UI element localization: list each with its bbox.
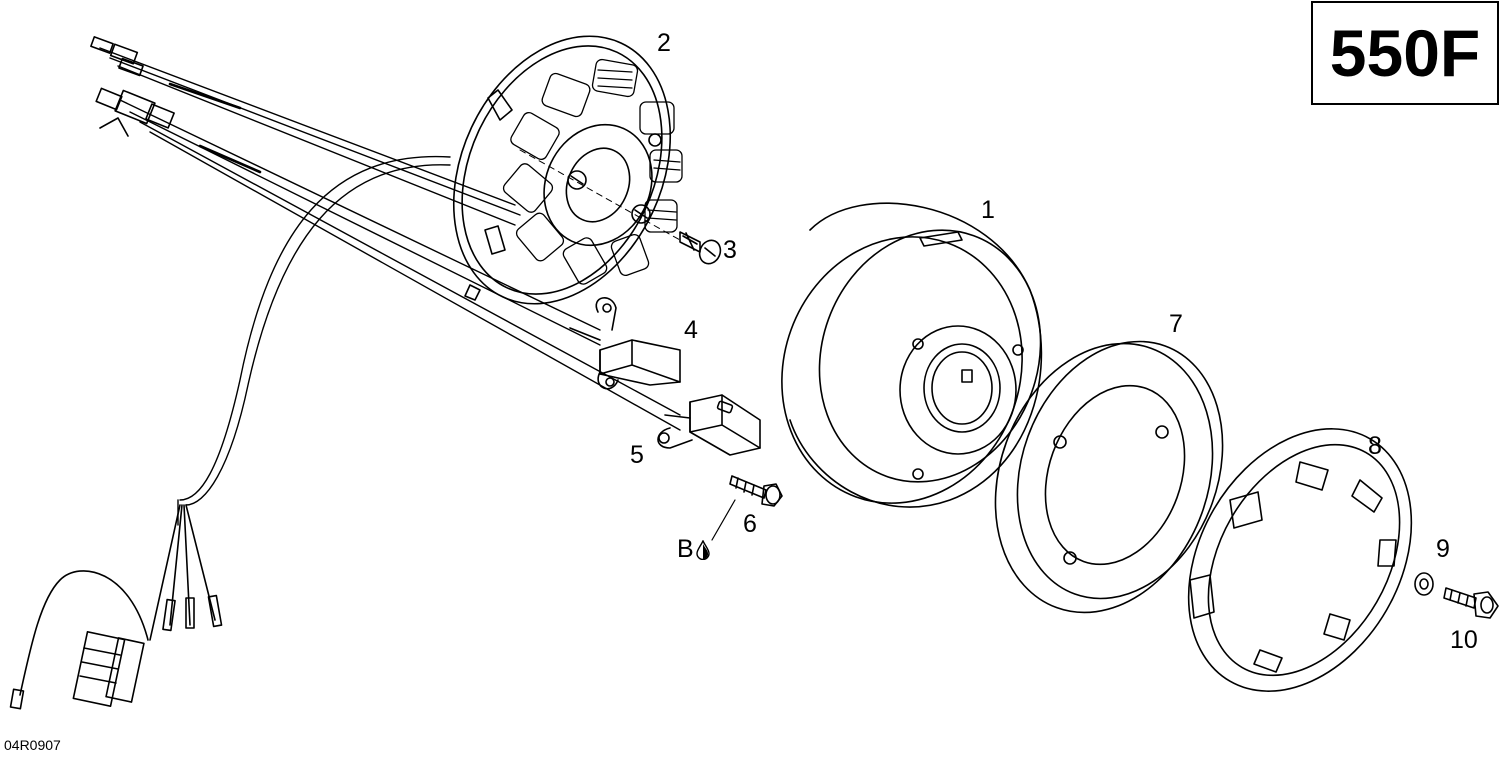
stator (452, 35, 683, 305)
wire-harness (9, 36, 681, 710)
trigger-coil (569, 297, 681, 390)
ring-plate (994, 340, 1224, 614)
harness-connector (72, 630, 145, 708)
callout-10: 10 (1450, 626, 1478, 654)
pickup-coil (657, 394, 761, 456)
callout-9: 9 (1436, 535, 1450, 563)
lubricant-indicator: B (677, 537, 710, 562)
flywheel (781, 202, 1043, 508)
connector-plug-lower (95, 87, 175, 137)
callout-7: 7 (1169, 310, 1183, 338)
stator-screw (679, 231, 722, 265)
model-label: 550F (1311, 1, 1499, 105)
callout-5: 5 (630, 441, 644, 469)
callout-3: 3 (723, 236, 737, 264)
cover-bolt (1443, 587, 1499, 619)
callout-2: 2 (657, 29, 671, 57)
callout-6: 6 (743, 510, 757, 538)
washer (1414, 572, 1434, 596)
connector-plug-upper (90, 36, 144, 77)
drawing-code: 04R0907 (4, 737, 61, 753)
bolt (711, 475, 783, 541)
callout-1: 1 (981, 196, 995, 224)
callout-4: 4 (684, 316, 698, 344)
cover-plate (1187, 428, 1413, 692)
lubricant-code: B (677, 535, 694, 563)
callout-8: 8 (1368, 432, 1382, 460)
oil-drop-icon (695, 539, 710, 560)
